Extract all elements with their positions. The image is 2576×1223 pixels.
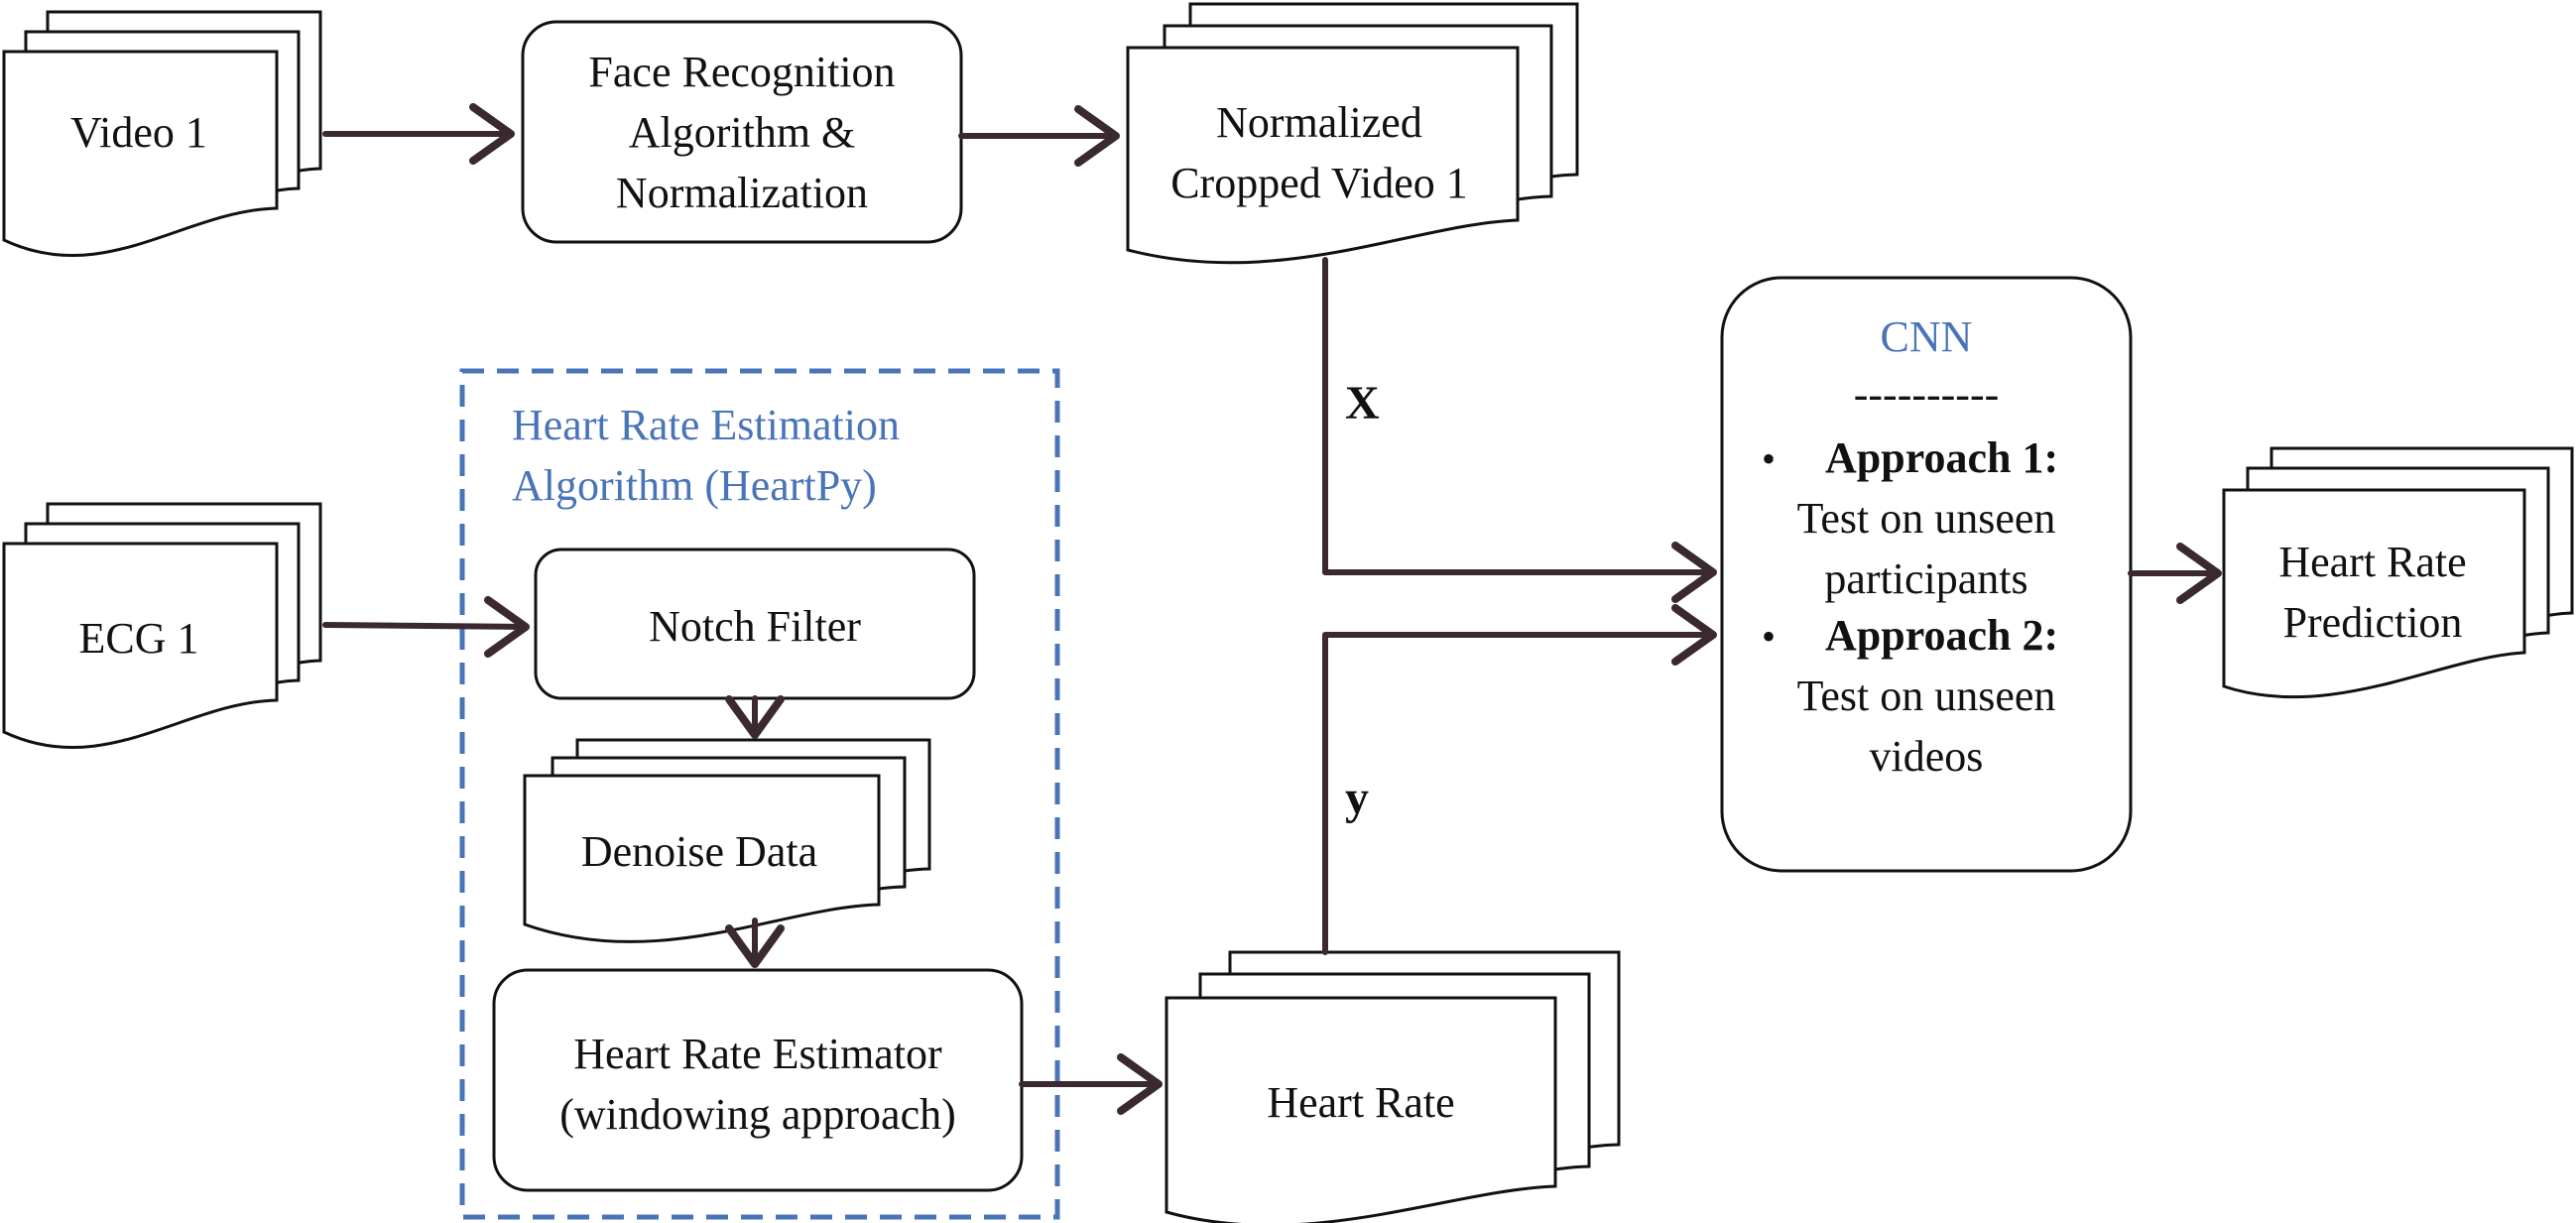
hr-prediction-label-1: Heart Rate xyxy=(2278,538,2466,586)
heart-rate-node: Heart Rate xyxy=(1165,950,1621,1223)
normalized-video-node: Normalized Cropped Video 1 xyxy=(1126,2,1579,265)
cnn-title: CNN xyxy=(1881,312,1973,361)
arrow-ecg-to-notch xyxy=(322,596,530,658)
cnn-approach2-text-2: videos xyxy=(1870,732,1984,781)
video1-label: Video 1 xyxy=(70,108,207,157)
arrow-cnn-to-prediction xyxy=(2128,543,2222,604)
edge-label-y: y xyxy=(1345,772,1369,824)
cnn-bullet-2: • xyxy=(1762,614,1776,659)
cnn-node: CNN ---------- • Approach 1: Test on uns… xyxy=(1720,276,2133,873)
normalized-video-label-1: Normalized xyxy=(1216,98,1422,147)
arrow-estimator-to-heart-rate xyxy=(1019,1053,1163,1115)
denoise-data-label: Denoise Data xyxy=(581,827,817,876)
hr-prediction-label-2: Prediction xyxy=(2283,598,2463,647)
hr-estimation-group-title-2: Algorithm (HeartPy) xyxy=(512,461,877,510)
arrow-notch-to-denoise xyxy=(725,695,785,739)
normalized-video-label-2: Cropped Video 1 xyxy=(1170,159,1468,207)
cnn-approach2-text-1: Test on unseen xyxy=(1797,672,2056,720)
video1-node: Video 1 xyxy=(2,10,322,258)
heart-rate-label: Heart Rate xyxy=(1267,1078,1454,1127)
hr-prediction-node: Heart Rate Prediction xyxy=(2222,446,2574,699)
cnn-approach1-text-2: participants xyxy=(1824,554,2027,603)
arrow-video-to-face xyxy=(322,103,515,165)
hr-estimator-label-1: Heart Rate Estimator xyxy=(573,1030,942,1078)
face-recognition-node: Face Recognition Algorithm & Normalizati… xyxy=(521,20,963,244)
cnn-approach1-label: Approach 1: xyxy=(1825,433,2058,482)
cnn-bullet-1: • xyxy=(1762,436,1776,481)
ecg1-label: ECG 1 xyxy=(79,614,199,663)
arrow-normalized-to-cnn-x xyxy=(1322,257,1717,603)
cnn-separator: ---------- xyxy=(1854,370,2000,419)
face-recognition-label-3: Normalization xyxy=(616,169,868,217)
ecg1-node: ECG 1 xyxy=(2,502,322,750)
edge-label-x: X xyxy=(1345,377,1380,429)
arrow-heart-rate-to-cnn-y xyxy=(1322,604,1717,955)
face-recognition-label-2: Algorithm & xyxy=(629,108,856,157)
arrow-face-to-normalized xyxy=(958,105,1120,167)
hr-estimation-group-title-1: Heart Rate Estimation xyxy=(512,401,900,449)
notch-filter-node: Notch Filter xyxy=(534,548,976,700)
denoise-data-node: Denoise Data xyxy=(523,738,931,943)
arrow-denoise-to-estimator xyxy=(725,917,785,968)
notch-filter-label: Notch Filter xyxy=(649,602,861,651)
hr-estimator-node: Heart Rate Estimator (windowing approach… xyxy=(492,968,1024,1192)
cnn-approach1-text-1: Test on unseen xyxy=(1797,494,2056,543)
hr-estimator-label-2: (windowing approach) xyxy=(559,1090,956,1139)
cnn-approach2-label: Approach 2: xyxy=(1825,611,2058,660)
face-recognition-label-1: Face Recognition xyxy=(588,48,895,96)
hr-estimation-group: Heart Rate Estimation Algorithm (HeartPy… xyxy=(459,368,1060,1220)
